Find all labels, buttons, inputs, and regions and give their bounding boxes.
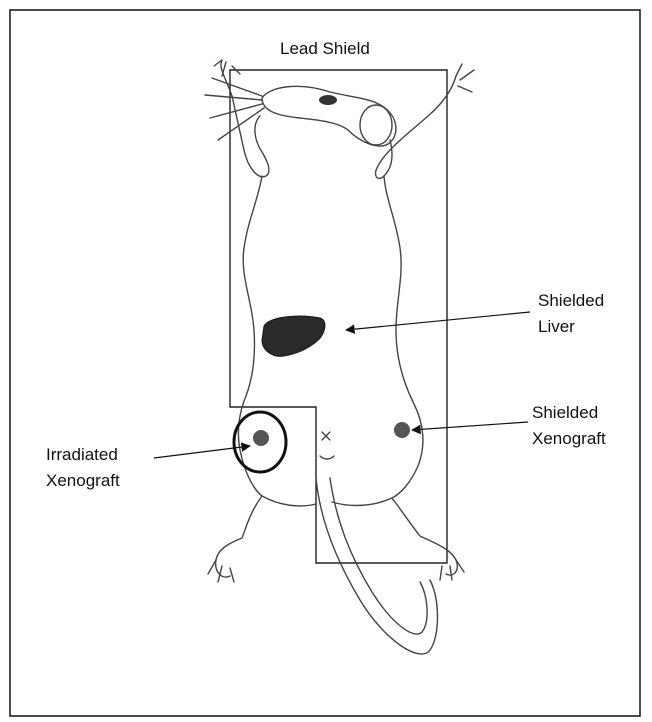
shielded-liver-label-2: Liver xyxy=(538,317,575,336)
lead-shield-label: Lead Shield xyxy=(280,39,370,58)
liver-shape xyxy=(262,316,325,356)
mouse-illustration xyxy=(205,60,474,654)
shielded-xenograft-arrow xyxy=(412,422,528,430)
shielded-xenograft-label-1: Shielded xyxy=(532,403,598,422)
shielded-xenograft-dot xyxy=(394,422,410,438)
shielded-xenograft-label-2: Xenograft xyxy=(532,429,606,448)
lead-shield-outline xyxy=(230,70,447,563)
irradiated-xenograft-label-2: Xenograft xyxy=(46,471,120,490)
shielded-liver-label-1: Shielded xyxy=(538,291,604,310)
irradiated-xenograft-dot xyxy=(253,430,269,446)
liver-arrow xyxy=(346,312,530,330)
outer-border xyxy=(10,10,640,716)
irradiated-xenograft-label-1: Irradiated xyxy=(46,445,118,464)
